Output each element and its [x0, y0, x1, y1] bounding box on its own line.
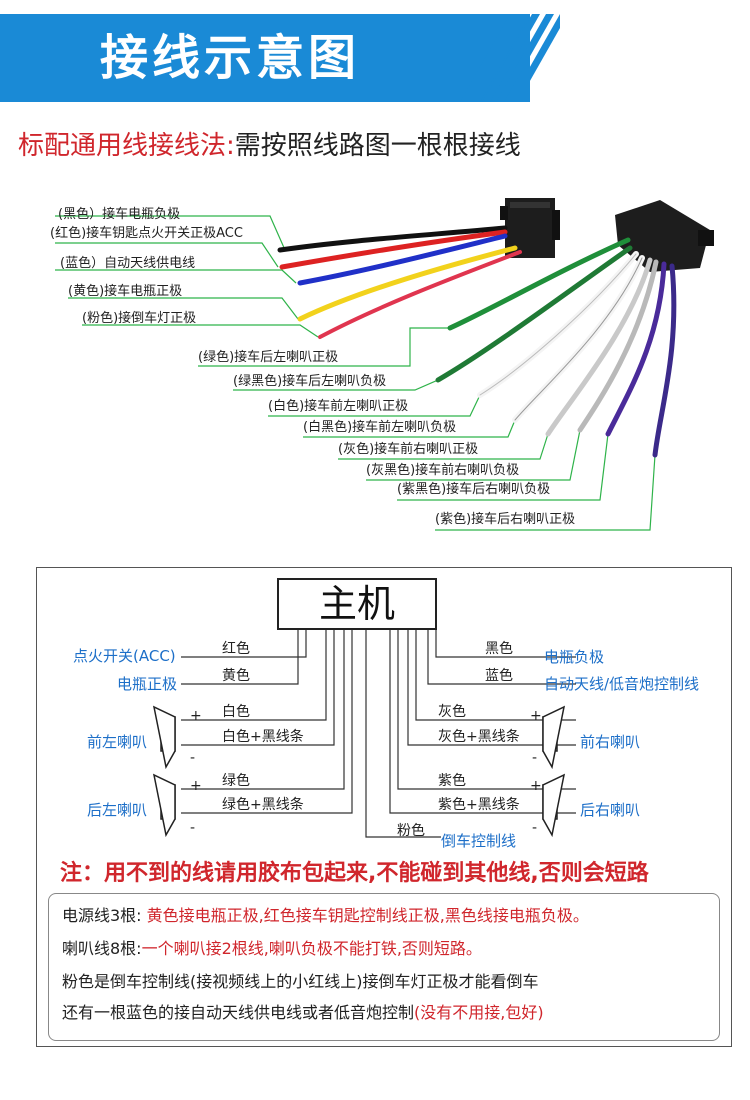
wire-black: 黑色: [485, 641, 513, 657]
notes-box: [48, 893, 720, 1041]
label-guides: [55, 215, 656, 531]
term-battery-negative: 电瓶负极: [544, 648, 605, 666]
note-line-1: 电源线3根: 黄色接电瓶正极,红色接车钥匙控制线正极,黑色线接电瓶负极。: [62, 906, 589, 926]
fr-plus: +: [530, 708, 542, 724]
label-green-wire: (绿色)接车后左喇叭正极: [198, 350, 339, 365]
title-banner: 接线示意图: [0, 14, 530, 102]
rl-minus: -: [190, 820, 196, 836]
wire-green: 绿色: [222, 773, 250, 789]
fr-minus: -: [532, 750, 538, 766]
note-line-2: 喇叭线8根:一个喇叭接2根线,喇叭负极不能打铁,否则短路。: [62, 939, 482, 959]
wire-yellow: 黄色: [222, 668, 250, 684]
note-line-3: 粉色是倒车控制线(接视频线上的小红线上)接倒车灯正极才能看倒车: [62, 972, 539, 991]
term-front-right-speaker: 前右喇叭: [580, 733, 641, 751]
wire-gray: 灰色: [438, 704, 466, 720]
fl-plus: +: [190, 708, 202, 724]
host-unit: 主机: [277, 578, 437, 630]
warning-note: 注：用不到的线请用胶布包起来,不能碰到其他线,否则会短路: [60, 861, 649, 886]
note-line-4-red: (没有不用接,包好): [414, 1003, 544, 1022]
label-purple-black-wire: (紫黑色)接车后右喇叭负极: [397, 482, 551, 497]
subtitle-red: 标配通用线接线法:: [18, 131, 235, 161]
connector-a-wires: [277, 225, 522, 339]
page-title: 接线示意图: [100, 30, 361, 86]
label-yellow-wire: (黄色)接车电瓶正极: [68, 284, 183, 299]
note-line-2-lead: 喇叭线8根:: [62, 939, 142, 958]
note-line-4-lead: 还有一根蓝色的接自动天线供电线或者低音炮控制: [62, 1003, 415, 1022]
label-red-wire: (红色)接车钥匙点火开关正极ACC: [50, 226, 243, 241]
term-rear-left-speaker: 后左喇叭: [87, 801, 148, 819]
note-line-1-lead: 电源线3根:: [62, 906, 147, 925]
label-purple-wire: (紫色)接车后右喇叭正极: [435, 512, 576, 527]
schematic-lines: [152, 630, 576, 838]
banner-stripes: [460, 14, 560, 102]
rr-plus: +: [530, 778, 542, 794]
term-reverse-control: 倒车控制线: [441, 832, 517, 850]
term-battery-positive: 电瓶正极: [117, 675, 178, 693]
subtitle: 标配通用线接线法:需按照线路图一根根接线: [18, 128, 521, 164]
wire-purple-black: 紫色+黑线条: [438, 797, 520, 813]
wire-white: 白色: [222, 704, 250, 720]
fl-minus: -: [190, 750, 196, 766]
wire-blue: 蓝色: [485, 668, 513, 684]
subtitle-black: 需按照线路图一根根接线: [234, 131, 521, 161]
wire-gray-black: 灰色+黑线条: [438, 729, 520, 745]
label-gray-wire: (灰色)接车前右喇叭正极: [338, 442, 479, 457]
term-acc: 点火开关(ACC): [73, 647, 176, 665]
rl-plus: +: [190, 778, 202, 794]
note-line-1-red: 黄色接电瓶正极,红色接车钥匙控制线正极,黑色线接电瓶负极。: [146, 906, 589, 925]
connector-a: [500, 198, 560, 258]
note-line-4: 还有一根蓝色的接自动天线供电线或者低音炮控制(没有不用接,包好): [62, 1003, 544, 1023]
rr-minus: -: [532, 820, 538, 836]
wire-pink: 粉色: [397, 823, 425, 839]
wire-red: 红色: [222, 641, 250, 657]
term-front-left-speaker: 前左喇叭: [87, 733, 148, 751]
harness-illustration: [55, 198, 714, 531]
label-white-black-wire: (白黑色)接车前左喇叭负极: [303, 420, 457, 435]
label-pink-wire: (粉色)接倒车灯正极: [82, 311, 197, 326]
wire-white-black: 白色+黑线条: [222, 729, 304, 745]
wire-green-black: 绿色+黑线条: [222, 797, 304, 813]
label-blue-wire: (蓝色）自动天线供电线: [60, 256, 196, 271]
note-line-2-red: 一个喇叭接2根线,喇叭负极不能打铁,否则短路。: [141, 939, 482, 958]
label-black-wire: (黑色）接车电瓶负极: [58, 207, 181, 222]
schematic-frame: [36, 567, 732, 1047]
wire-purple: 紫色: [438, 773, 466, 789]
label-gray-black-wire: (灰黑色)接车前右喇叭负极: [366, 463, 520, 478]
label-white-wire: (白色)接车前左喇叭正极: [268, 399, 409, 414]
connector-b-wires: [435, 237, 677, 458]
term-rear-right-speaker: 后右喇叭: [580, 801, 641, 819]
label-green-black-wire: (绿黑色)接车后左喇叭负极: [233, 374, 387, 389]
term-antenna-control: 自动天线/低音炮控制线: [544, 675, 700, 693]
